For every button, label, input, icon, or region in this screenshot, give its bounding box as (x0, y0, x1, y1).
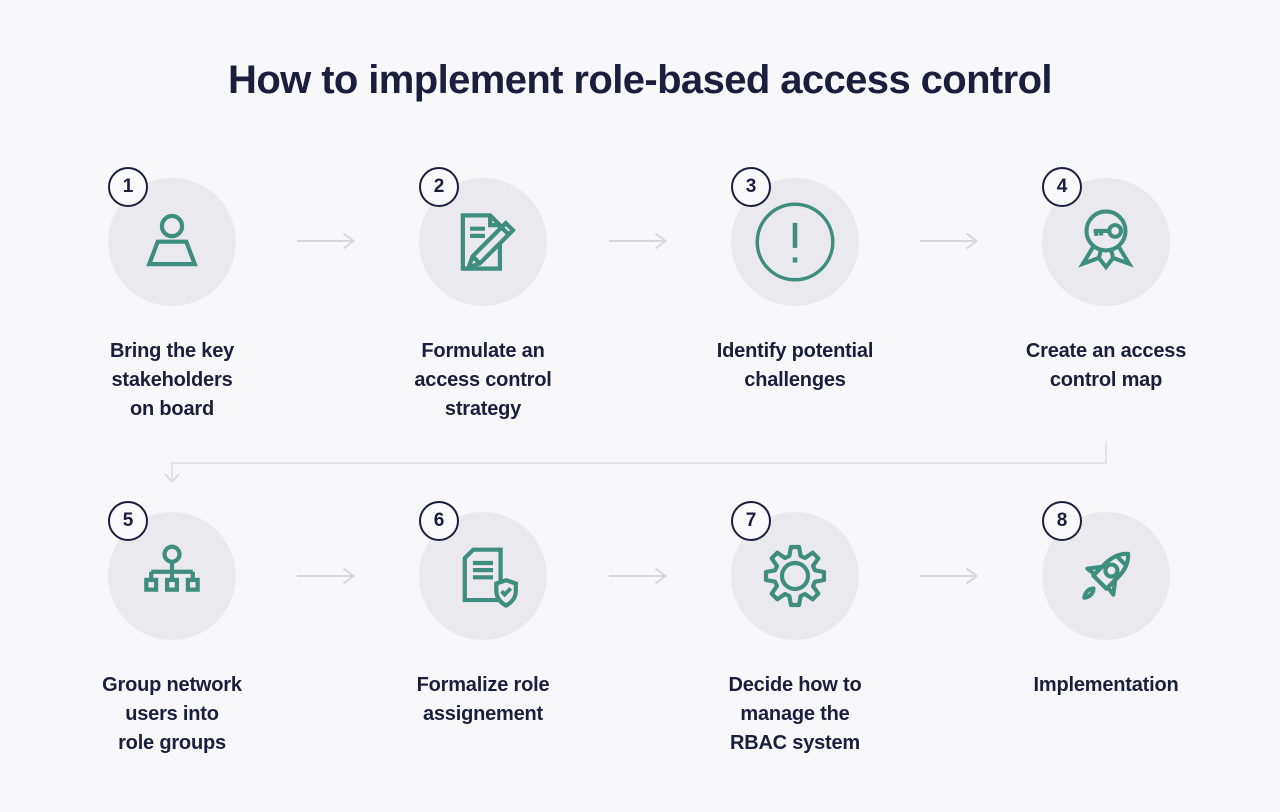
step-label: Formulate an access control strategy (414, 340, 552, 420)
step-number-badge: 3 (731, 167, 771, 207)
step-label: Formalize role assignement (416, 674, 550, 725)
step-number: 3 (745, 176, 757, 197)
flow-arrow-icon (920, 567, 979, 585)
step-label: Identify potential challenges (716, 340, 874, 391)
step-number: 2 (433, 176, 445, 197)
flow-arrow-icon (609, 232, 668, 250)
step-number-badge: 1 (108, 167, 148, 207)
person-icon (146, 213, 198, 267)
gear-icon (763, 544, 827, 608)
step-4: 4 Create an access control map (976, 167, 1236, 395)
step-icon-circle (731, 512, 859, 640)
step-number-badge: 5 (108, 501, 148, 541)
step-number: 8 (1056, 510, 1068, 531)
flow-arrow-icon (297, 232, 356, 250)
key-badge-icon (1078, 209, 1134, 271)
step-number: 7 (745, 510, 757, 531)
step-5: 5 Group network users into role groups (42, 501, 302, 758)
rocket-icon (1082, 551, 1131, 600)
step-number-badge: 2 (419, 167, 459, 207)
step-number-badge: 6 (419, 501, 459, 541)
hierarchy-icon (144, 544, 200, 592)
document-pencil-icon (460, 213, 516, 271)
step-1: 1 Bring the key stakeholders on board (42, 167, 302, 424)
step-number-badge: 8 (1042, 501, 1082, 541)
step-number: 6 (433, 510, 445, 531)
step-label: Group network users into role groups (102, 674, 242, 754)
step-7: 7 Decide how to manage the RBAC system (665, 501, 925, 758)
step-label: Decide how to manage the RBAC system (728, 674, 862, 754)
step-label: Bring the key stakeholders on board (109, 340, 235, 420)
step-label: Create an access control map (1025, 340, 1187, 391)
step-2: 2 Formulate an access control strategy (353, 167, 613, 424)
alert-circle-icon (755, 202, 835, 282)
step-number: 5 (122, 510, 134, 531)
step-number-badge: 4 (1042, 167, 1082, 207)
step-8: 8 Implementation (976, 501, 1236, 700)
step-number: 1 (122, 176, 134, 197)
step-label: Implementation (1033, 674, 1179, 696)
step-number-badge: 7 (731, 501, 771, 541)
step-number: 4 (1056, 176, 1068, 197)
row-wrap-connector-arrow (164, 441, 1107, 483)
step-3: 3 Identify potential challenges (665, 167, 925, 395)
flow-arrow-icon (609, 567, 668, 585)
flow-arrow-icon (297, 567, 356, 585)
document-shield-icon (462, 547, 518, 608)
step-6: 6 Formalize role assignement (353, 501, 613, 729)
flow-arrow-icon (920, 232, 979, 250)
page-title: How to implement role-based access contr… (228, 58, 1053, 102)
